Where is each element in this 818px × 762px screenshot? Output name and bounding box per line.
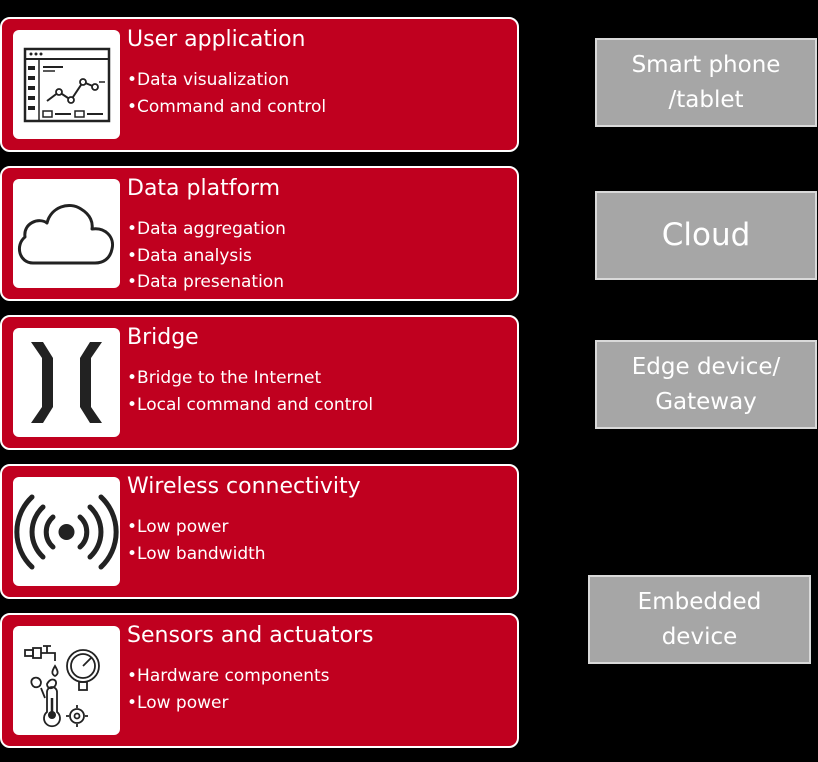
bullet-item: Low bandwidth <box>127 541 266 568</box>
tag-embedded-device: Embedded device <box>588 575 811 664</box>
bullet-item: Low power <box>127 514 266 541</box>
layer-user-application: User application Data visualization Comm… <box>0 17 519 152</box>
bullet-item: Low power <box>127 690 330 717</box>
tag-line: Edge device/ <box>631 353 781 380</box>
tag-line: Gateway <box>655 388 757 415</box>
bullet-item: Local command and control <box>127 392 373 419</box>
bullet-item: Data aggregation <box>127 216 286 243</box>
tag-edge-device-gateway: Edge device/ Gateway <box>595 340 817 429</box>
layer-bridge: Bridge Bridge to the Internet Local comm… <box>0 315 519 450</box>
layer-data-platform: Data platform Data aggregation Data anal… <box>0 166 519 301</box>
tag-line: Smart phone <box>631 51 781 78</box>
cloud-icon <box>13 179 120 288</box>
layer-title: Sensors and actuators <box>127 623 374 648</box>
bullet-item: Data visualization <box>127 67 326 94</box>
layer-bullets: Hardware components Low power <box>127 663 330 716</box>
tag-smart-phone-tablet: Smart phone /tablet <box>595 38 817 127</box>
layer-title: Data platform <box>127 176 281 201</box>
tag-line: Cloud <box>661 217 751 253</box>
bullet-item: Data presenation <box>127 269 286 296</box>
bullet-item: Data analysis <box>127 243 286 270</box>
sensors-actuators-icon <box>13 626 120 735</box>
tag-cloud: Cloud <box>595 191 817 280</box>
layer-title: User application <box>127 27 306 52</box>
layer-bullets: Data aggregation Data analysis Data pres… <box>127 216 286 296</box>
layer-title: Wireless connectivity <box>127 474 361 499</box>
bridge-icon <box>13 328 120 437</box>
layer-sensors-actuators: Sensors and actuators Hardware component… <box>0 613 519 748</box>
tag-line: /tablet <box>668 86 744 113</box>
dashboard-icon <box>13 30 120 139</box>
layer-bullets: Bridge to the Internet Local command and… <box>127 365 373 418</box>
layer-title: Bridge <box>127 325 199 350</box>
bullet-item: Command and control <box>127 94 326 121</box>
wireless-signal-icon <box>13 477 120 586</box>
bullet-item: Bridge to the Internet <box>127 365 373 392</box>
layer-wireless-connectivity: Wireless connectivity Low power Low band… <box>0 464 519 599</box>
layer-bullets: Low power Low bandwidth <box>127 514 266 567</box>
tag-line: Embedded <box>637 588 762 615</box>
layer-bullets: Data visualization Command and control <box>127 67 326 120</box>
bullet-item: Hardware components <box>127 663 330 690</box>
tag-line: device <box>661 623 738 650</box>
